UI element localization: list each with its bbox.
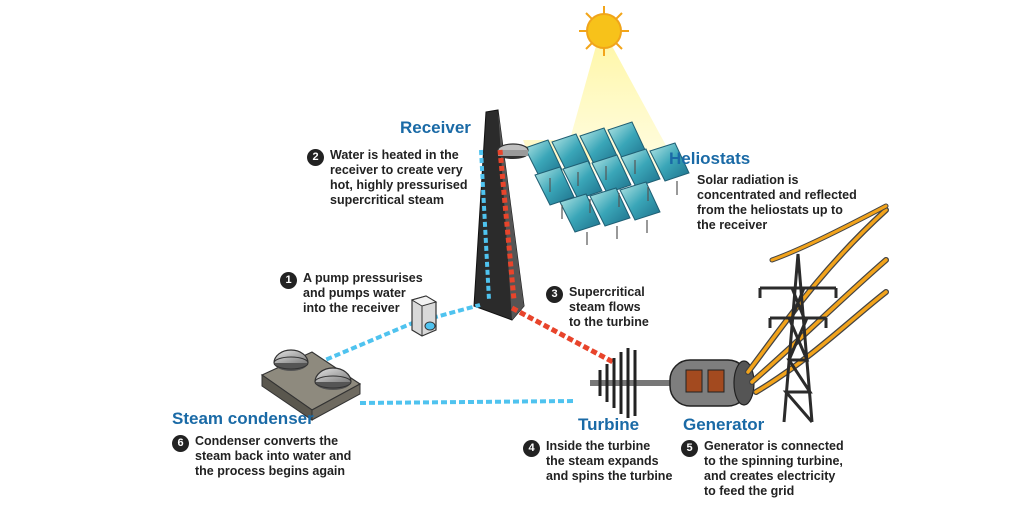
step-5-text: Generator is connected to the spinning t… [704, 439, 844, 498]
generator-icon [669, 359, 755, 407]
power-cables [745, 203, 889, 395]
receiver-heading: Receiver [400, 118, 471, 137]
steam-pipe-to-turbine [510, 305, 615, 365]
condenser-icon [260, 349, 362, 421]
water-pipes [317, 303, 576, 405]
step-2-number: 2 [307, 149, 324, 166]
sun-icon [579, 6, 629, 56]
step-1: 1 A pump pressurises and pumps water int… [280, 271, 423, 316]
step-3-number: 3 [546, 286, 563, 303]
step-5: 5 Generator is connected to the spinning… [681, 439, 844, 499]
step-1-number: 1 [280, 272, 297, 289]
pylon-icon [758, 253, 838, 423]
step-4-text: Inside the turbine the steam expands and… [546, 439, 673, 483]
turbine-heading: Turbine [578, 415, 640, 434]
step-4: 4 Inside the turbine the steam expands a… [523, 439, 672, 484]
step-5-number: 5 [681, 440, 698, 457]
step-1-text: A pump pressurises and pumps water into … [303, 271, 423, 315]
step-2: 2 Water is heated in the receiver to cre… [307, 148, 468, 208]
generator-heading: Generator [683, 415, 765, 434]
step-6-number: 6 [172, 435, 189, 452]
step-6: 6 Condenser converts the steam back into… [172, 434, 351, 479]
pump-icon [410, 295, 438, 337]
receiver-tower-icon [473, 109, 529, 321]
step-2-text: Water is heated in the receiver to creat… [330, 148, 468, 207]
turbine-icon [590, 348, 670, 418]
step-3: 3 Supercritical steam flows to the turbi… [546, 285, 649, 330]
heliostats-description: Solar radiation is concentrated and refl… [697, 173, 857, 232]
steam-pipe-down [497, 149, 517, 301]
step-6-text: Condenser converts the steam back into w… [195, 434, 352, 478]
steam-condenser-heading: Steam condenser [172, 409, 314, 428]
step-3-text: Supercritical steam flows to the turbine [569, 285, 649, 329]
heliostats-heading: Heliostats [669, 149, 751, 168]
heliostat-mirror-icon [524, 121, 690, 245]
water-pipe-up [479, 149, 491, 301]
step-4-number: 4 [523, 440, 540, 457]
